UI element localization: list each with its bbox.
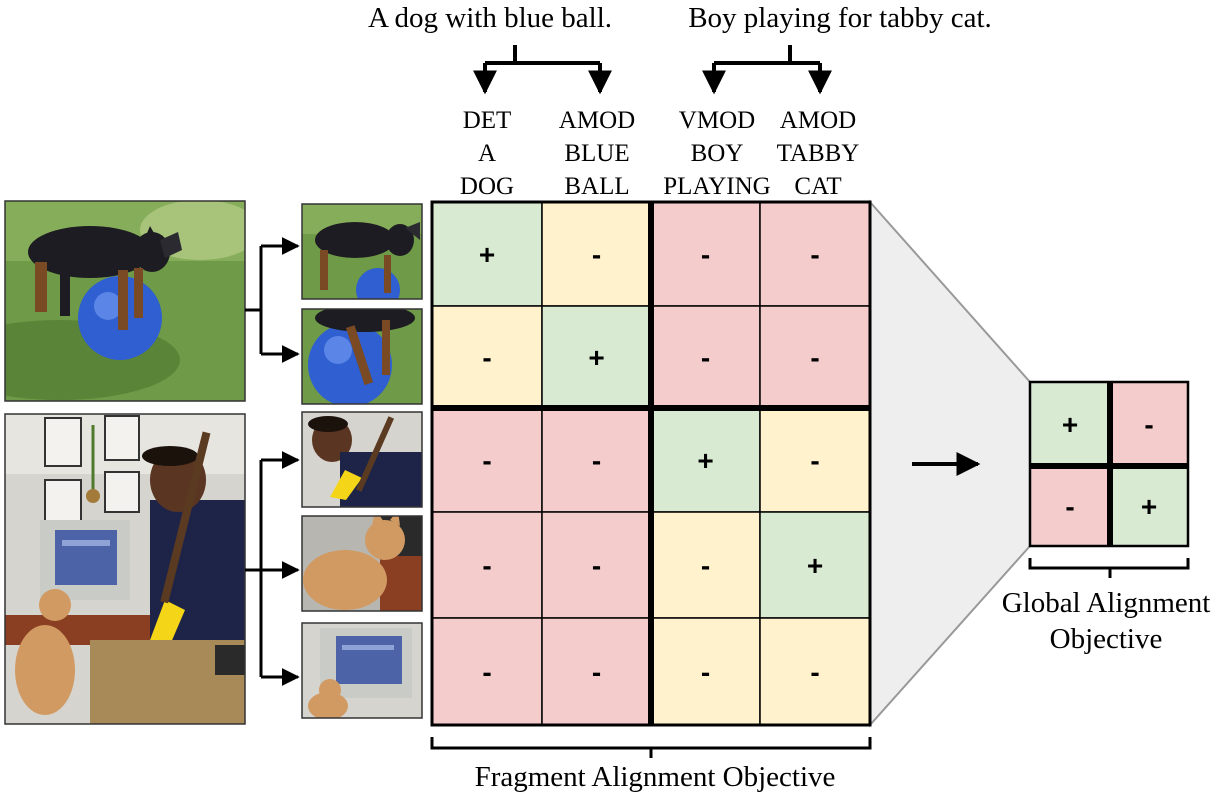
fragment-cell-2-0 bbox=[431, 407, 543, 513]
blue-ball-crop-image bbox=[302, 309, 422, 404]
fragment-cell-sign-2-0: - bbox=[482, 445, 491, 476]
fragment-cell-3-2 bbox=[650, 511, 761, 619]
computer-cat-crop-image bbox=[302, 623, 422, 718]
fragment-header-3-line-1: TABBY bbox=[777, 140, 860, 167]
fragment-cell-sign-4-1: - bbox=[592, 657, 601, 688]
fragment-header-0-line-1: A bbox=[478, 140, 496, 167]
boy-crop-connector bbox=[245, 451, 300, 686]
fragment-cell-sign-1-3: - bbox=[810, 342, 819, 373]
global-cell-sign-0-1: - bbox=[1144, 409, 1153, 440]
fragment-cell-4-3 bbox=[759, 617, 871, 726]
fragment-cell-sign-4-0: - bbox=[482, 657, 491, 688]
sentence-1: A dog with blue ball. bbox=[368, 2, 612, 34]
global-cell-sign-0-0: + bbox=[1062, 409, 1078, 440]
fragment-cell-1-2 bbox=[650, 305, 761, 409]
fragment-cell-sign-3-1: - bbox=[592, 550, 601, 581]
fragment-cell-3-1 bbox=[541, 511, 652, 619]
global-cell-sign-1-1: + bbox=[1141, 491, 1157, 522]
sentence-2: Boy playing for tabby cat. bbox=[688, 2, 992, 34]
fragment-cell-sign-4-2: - bbox=[701, 657, 710, 688]
fragment-cell-sign-3-2: - bbox=[701, 550, 710, 581]
boy-playing-crop-image bbox=[302, 412, 422, 507]
fragment-header-2-line-1: BOY bbox=[691, 140, 744, 167]
fragment-header-0-line-0: DET bbox=[463, 107, 512, 134]
fragment-header-1-line-2: BALL bbox=[564, 173, 629, 200]
fragment-cell-sign-2-1: - bbox=[592, 445, 601, 476]
fragment-header-2-line-0: VMOD bbox=[679, 107, 755, 134]
global-cell-1-1 bbox=[1109, 465, 1189, 547]
global-cell-sign-1-0: - bbox=[1065, 491, 1074, 522]
fragment-header-0-line-2: DOG bbox=[460, 173, 514, 200]
fragment-header-3-line-2: CAT bbox=[794, 173, 841, 200]
fragment-cell-sign-1-0: - bbox=[482, 342, 491, 373]
fragment-header-1-line-0: AMOD bbox=[559, 107, 635, 134]
fragment-cell-0-1 bbox=[541, 201, 652, 307]
global-objective-label-1: Global Alignment bbox=[1002, 587, 1211, 619]
dog-crop-image bbox=[302, 204, 422, 299]
fragment-cell-1-3 bbox=[759, 305, 871, 409]
fragment-headers: DET A DOG AMOD BLUE BALL VMOD BOY PLAYING AMOD TAB… bbox=[460, 107, 859, 200]
fragment-cell-sign-3-0: - bbox=[482, 550, 491, 581]
fragment-cell-sign-0-3: - bbox=[810, 239, 819, 270]
fragment-cell-3-0 bbox=[431, 511, 543, 619]
fragment-cell-sign-1-2: - bbox=[701, 342, 710, 373]
boy-photo bbox=[5, 414, 245, 724]
fragment-header-1-line-1: BLUE bbox=[564, 140, 629, 167]
global-objective-label-2: Objective bbox=[1050, 623, 1163, 655]
global-brace bbox=[1028, 558, 1190, 578]
fragment-cell-sign-4-3: - bbox=[810, 657, 819, 688]
fragment-cell-0-3 bbox=[759, 201, 871, 307]
fragment-cell-sign-0-2: - bbox=[701, 239, 710, 270]
fragment-cell-4-2 bbox=[650, 617, 761, 726]
sentence-2-bracket bbox=[702, 45, 832, 95]
fragment-cell-2-3 bbox=[759, 407, 871, 513]
fragment-cell-1-1 bbox=[541, 305, 652, 409]
fragment-cell-sign-2-3: - bbox=[810, 445, 819, 476]
dog-crop-connector bbox=[245, 237, 300, 363]
fragment-cell-sign-2-2: + bbox=[697, 445, 713, 476]
fragment-cell-sign-1-1: + bbox=[588, 342, 604, 373]
fragment-brace bbox=[430, 737, 872, 758]
fragment-cell-4-1 bbox=[541, 617, 652, 726]
dog-photo bbox=[5, 201, 245, 401]
fragment-cell-sign-0-0: + bbox=[479, 239, 495, 270]
fragment-objective-label: Fragment Alignment Objective bbox=[475, 761, 836, 793]
fragment-cell-2-1 bbox=[541, 407, 652, 513]
fragment-cell-2-2 bbox=[650, 407, 761, 513]
fragment-cell-sign-0-1: - bbox=[592, 239, 601, 270]
global-alignment-matrix: + - - + bbox=[1028, 380, 1190, 548]
fragment-cell-3-3 bbox=[759, 511, 871, 619]
fragment-cell-sign-3-3: + bbox=[807, 550, 823, 581]
sentence-1-bracket bbox=[473, 45, 612, 95]
fragment-header-3-line-0: AMOD bbox=[780, 107, 856, 134]
fragment-header-2-line-2: PLAYING bbox=[663, 173, 770, 200]
tabby-cat-crop-image bbox=[302, 516, 422, 611]
fragment-alignment-matrix: + - - - - + - - - - + - - - - + - - - - bbox=[430, 200, 872, 727]
